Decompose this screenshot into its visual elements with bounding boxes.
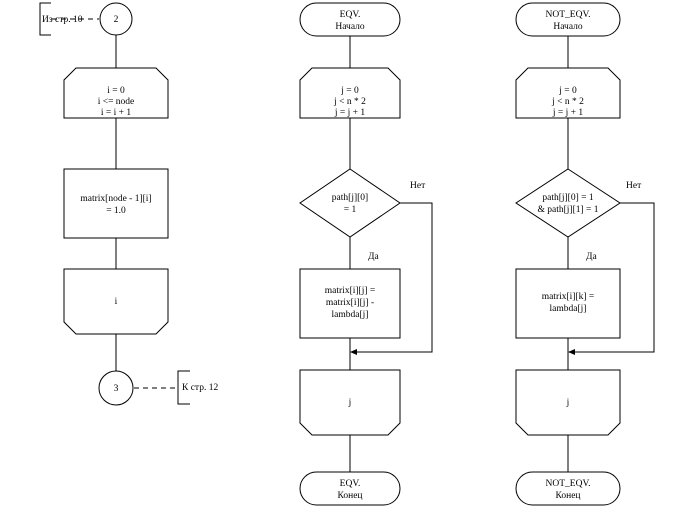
eqv-start-line-2: Начало: [335, 22, 365, 32]
eqv-process-block: [299, 268, 401, 339]
eqv-loop-start-line-3: j = j + 1: [334, 108, 365, 118]
left-loop-start-line-1: i = 0: [107, 86, 125, 96]
not-eqv-end-terminal: [515, 471, 621, 506]
not-eqv-end-line-2: Конец: [556, 491, 581, 501]
eqv-loop-start-line-2: j < n * 2: [333, 97, 366, 107]
from-page-label: Из стр. 10: [42, 15, 83, 25]
eqv-flow: EQV. Начало j = 0 j < n * 2 j = j + 1 pa…: [299, 2, 433, 506]
not-eqv-process-block: [515, 268, 621, 339]
not-eqv-loop-start-line-2: j < n * 2: [551, 97, 584, 107]
left-process-block: [63, 168, 169, 239]
not-eqv-decision: [515, 168, 621, 238]
not-eqv-flow: NOT_EQV. Начало j = 0 j < n * 2 j = j + …: [515, 2, 655, 506]
left-loop-end-label: i: [115, 297, 118, 307]
not-eqv-loop-start: [515, 67, 621, 119]
not-eqv-start-line-1: NOT_EQV.: [546, 10, 591, 20]
eqv-decision-line-2: = 1: [344, 205, 357, 215]
eqv-loop-end-label: j: [348, 398, 352, 408]
to-page-label: К стр. 12: [182, 383, 218, 393]
not-eqv-loop-start-line-1: j = 0: [558, 86, 577, 96]
left-process-line-2: = 1.0: [106, 206, 126, 216]
eqv-decision-line-1: path[j][0]: [332, 193, 368, 203]
from-page-bracket: [39, 2, 51, 36]
connector-3: [98, 370, 134, 406]
left-loop-start-line-2: i <= node: [98, 97, 135, 107]
not-eqv-no-label: Нет: [626, 181, 642, 191]
not-eqv-loop-start-line-3: j = j + 1: [552, 108, 583, 118]
not-eqv-no-branch-line: [572, 202, 655, 353]
eqv-end-line-2: Конец: [338, 491, 363, 501]
eqv-loop-start: [299, 67, 401, 119]
eqv-yes-label: Да: [368, 252, 379, 262]
not-eqv-decision-line-1: path[j][0] = 1: [542, 193, 594, 203]
left-loop-start: [63, 67, 169, 119]
connector-2-label: 2: [114, 15, 119, 25]
not-eqv-loop-end-label: j: [566, 398, 570, 408]
left-loop-end: [63, 268, 169, 335]
eqv-loop-start-line-1: j = 0: [340, 86, 359, 96]
to-page-bracket: [177, 370, 190, 405]
left-loop-start-line-3: i = i + 1: [101, 108, 131, 118]
eqv-no-branch-line: [354, 202, 433, 353]
not-eqv-process-line-1: matrix[i][k] =: [542, 292, 595, 302]
eqv-no-label: Нет: [410, 181, 426, 191]
not-eqv-merge-arrow: [568, 349, 575, 355]
left-process-line-1: matrix[node - 1][i]: [80, 194, 151, 204]
not-eqv-loop-end: [515, 369, 621, 436]
eqv-end-line-1: EQV.: [340, 479, 361, 489]
not-eqv-start-line-2: Начало: [553, 22, 583, 32]
connector-3-label: 3: [114, 384, 119, 394]
eqv-decision: [299, 168, 401, 238]
not-eqv-yes-label: Да: [586, 252, 597, 262]
not-eqv-end-line-1: NOT_EQV.: [546, 479, 591, 489]
eqv-start-line-1: EQV.: [340, 10, 361, 20]
eqv-merge-arrow: [350, 349, 357, 355]
not-eqv-process-line-2: lambda[j]: [550, 304, 587, 314]
eqv-process-line-2: matrix[i][j] -: [326, 298, 374, 308]
eqv-process-line-1: matrix[i][j] =: [325, 286, 375, 296]
left-flow: Из стр. 10 2 i = 0 i <= node i = i + 1 m…: [39, 2, 218, 406]
eqv-process-line-3: lambda[j]: [332, 310, 369, 320]
eqv-loop-end: [299, 369, 401, 436]
eqv-end-terminal: [299, 471, 401, 506]
not-eqv-decision-line-2: & path[j][1] = 1: [537, 205, 598, 215]
